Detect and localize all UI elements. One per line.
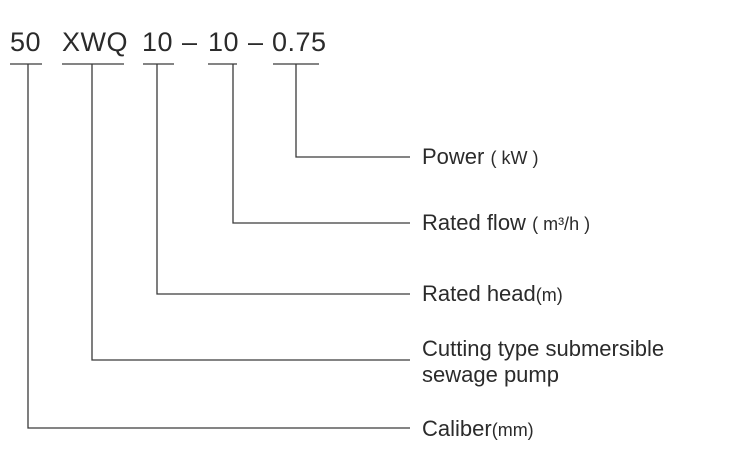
- leader-flow: [232, 64, 410, 224]
- label-caliber-name: Caliber: [422, 416, 492, 441]
- label-caliber-unit: (mm): [491, 420, 534, 440]
- leader-head: [156, 64, 410, 295]
- label-type-line1: Cutting type submersible: [422, 336, 665, 361]
- leader-type: [91, 64, 410, 361]
- leader-power: [295, 64, 410, 158]
- label-flow-unit: ( m³/h ): [532, 214, 591, 234]
- label-type-line2: sewage pump: [422, 362, 559, 387]
- code-head: 10: [142, 27, 174, 57]
- label-head-name: Rated head: [422, 281, 536, 306]
- code-separator-1: –: [182, 27, 198, 57]
- code-power: 0.75: [272, 27, 327, 57]
- code-caliber: 50: [10, 27, 42, 57]
- code-type: XWQ: [62, 27, 128, 57]
- label-flow-name: Rated flow: [422, 210, 526, 235]
- leader-caliber: [27, 64, 410, 429]
- code-separator-2: –: [248, 27, 264, 57]
- label-head: Rated head(m): [422, 281, 563, 308]
- label-type: Cutting type submersible sewage pump: [422, 336, 664, 388]
- label-power: Power ( kW ): [422, 144, 538, 171]
- label-head-unit: (m): [535, 285, 563, 305]
- code-flow: 10: [208, 27, 240, 57]
- label-caliber: Caliber(mm): [422, 416, 534, 443]
- label-power-unit: ( kW ): [490, 148, 539, 168]
- label-flow: Rated flow ( m³/h ): [422, 210, 590, 237]
- label-power-name: Power: [422, 144, 485, 169]
